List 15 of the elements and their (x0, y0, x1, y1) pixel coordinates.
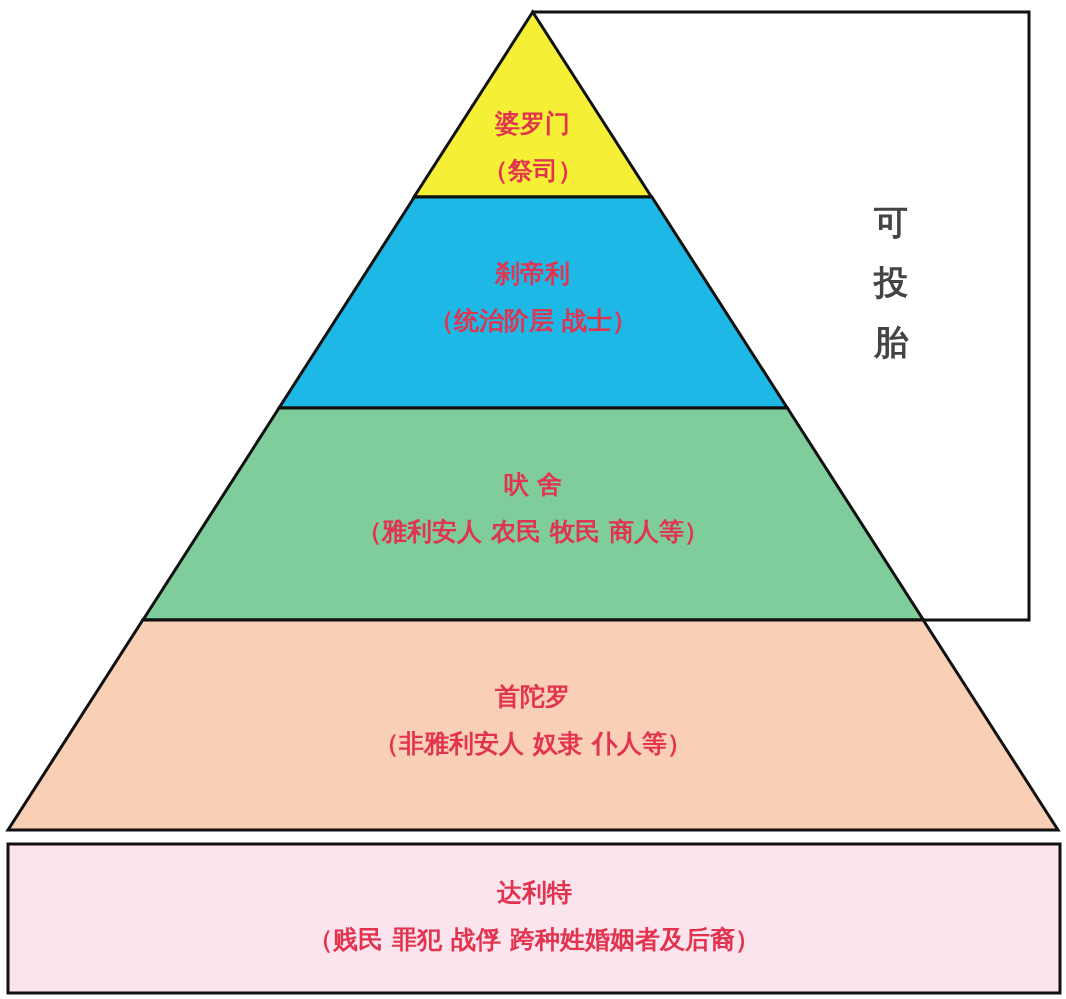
pyramid-tier (278, 197, 788, 408)
caste-name: 刹帝利 (495, 258, 571, 290)
caste-name: 达利特 (496, 877, 572, 909)
caste-band (8, 844, 1060, 993)
caste-description: （非雅利安人 奴隶 仆人等） (374, 728, 692, 760)
caste-name: 首陀罗 (495, 681, 571, 713)
side-label: 可投胎 (873, 201, 909, 364)
pyramid-tier (8, 620, 1058, 830)
caste-description: （雅利安人 农民 牧民 商人等） (357, 516, 709, 548)
pyramid-tier (142, 408, 924, 620)
caste-description: （统治阶层 战士） (428, 305, 638, 337)
caste-description: （祭司） (483, 155, 583, 187)
caste-name: 吠 舍 (503, 469, 563, 501)
caste-name: 婆罗门 (495, 108, 571, 140)
caste-description: （贱民 罪犯 战俘 跨种姓婚姻者及后裔） (308, 924, 760, 956)
